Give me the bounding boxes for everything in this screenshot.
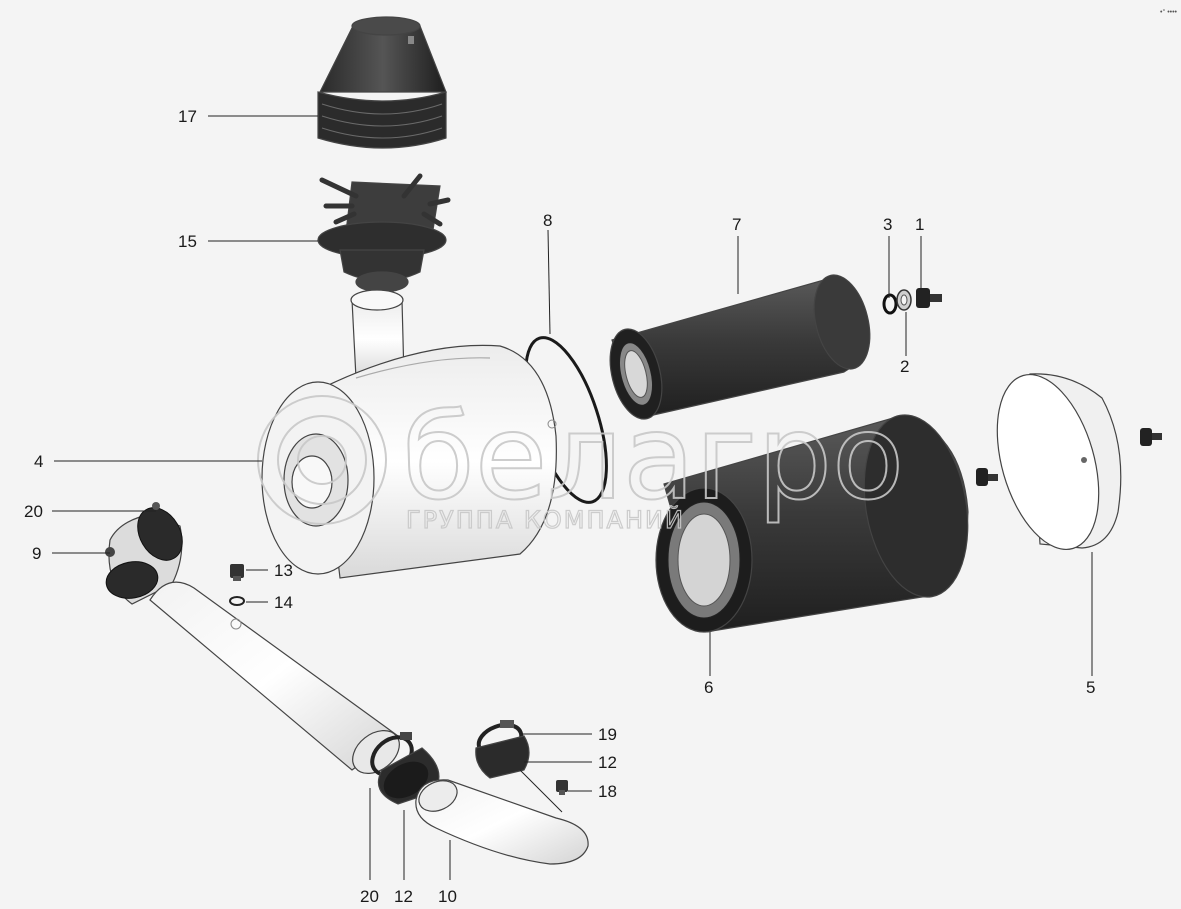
callout-2: 2 bbox=[900, 357, 909, 376]
part-18-cap bbox=[317, 16, 447, 149]
callout-12-upper: 12 bbox=[598, 753, 617, 772]
part-3-washer bbox=[882, 293, 898, 315]
callout-14: 14 bbox=[274, 593, 293, 612]
callout-labels: 17 15 8 7 3 1 2 4 6 5 20 9 13 14 19 12 1… bbox=[24, 107, 1095, 906]
part-13-plug bbox=[230, 564, 244, 581]
callout-19: 19 bbox=[598, 725, 617, 744]
callout-12-lower: 12 bbox=[394, 887, 413, 906]
long-pipe bbox=[149, 581, 400, 774]
part-7-inner-filter bbox=[609, 274, 871, 420]
part-6-outer-filter bbox=[655, 414, 969, 633]
wing-nut-cover bbox=[1140, 428, 1162, 446]
part-1-wing-nut bbox=[916, 288, 942, 308]
wing-nut-filter bbox=[976, 468, 998, 486]
part-9-elbow bbox=[105, 502, 183, 605]
callout-4: 4 bbox=[34, 452, 43, 471]
callout-20-lower: 20 bbox=[360, 887, 379, 906]
callout-20-upper: 20 bbox=[24, 502, 43, 521]
part-15-plug bbox=[556, 780, 568, 795]
watermark-subtitle: ГРУППА КОМПАНИЙ bbox=[406, 505, 685, 534]
part-2-seal bbox=[896, 289, 912, 311]
callout-5: 5 bbox=[1086, 678, 1095, 697]
callout-10: 10 bbox=[438, 887, 457, 906]
corner-mark: •° •••• bbox=[1160, 8, 1178, 16]
callout-3: 3 bbox=[883, 215, 892, 234]
part-4-housing bbox=[261, 289, 557, 579]
callout-1: 1 bbox=[915, 215, 924, 234]
part-5-end-cover bbox=[996, 373, 1122, 551]
callout-18: 17 bbox=[178, 107, 197, 126]
watermark: белагро ГРУППА КОМПАНИЙ bbox=[257, 387, 905, 535]
callout-13: 13 bbox=[274, 561, 293, 580]
callout-9: 9 bbox=[32, 544, 41, 563]
leader-lines bbox=[52, 115, 1093, 880]
callout-7: 7 bbox=[732, 215, 741, 234]
callout-8: 8 bbox=[543, 211, 552, 230]
watermark-brand: белагро bbox=[402, 388, 904, 526]
part-12-sleeve-upper bbox=[475, 735, 530, 779]
watermark-logo bbox=[257, 395, 387, 525]
part-14-oring bbox=[229, 596, 245, 606]
part-10-bent-pipe bbox=[415, 779, 589, 865]
callout-6: 6 bbox=[704, 678, 713, 697]
part-17-precleaner bbox=[317, 173, 451, 293]
callout-17: 15 bbox=[178, 232, 197, 251]
callout-15: 18 bbox=[598, 782, 617, 801]
